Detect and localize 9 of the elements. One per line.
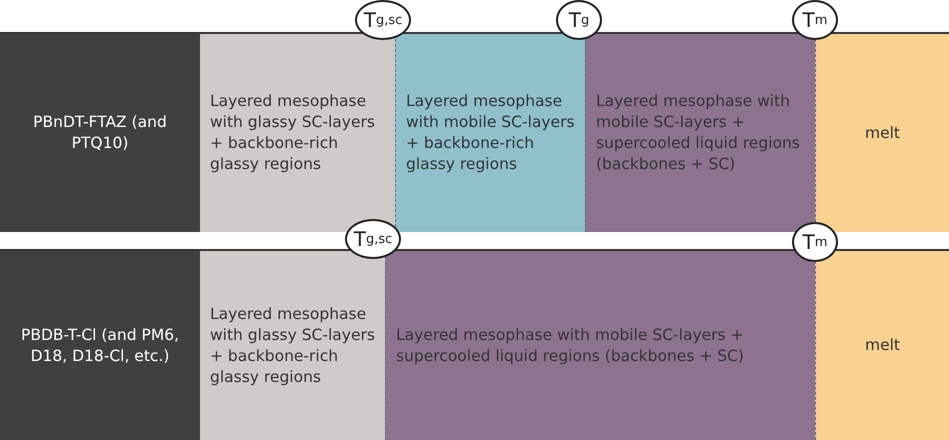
phase-band: Layered mesophase with mobile SC-layers + backbone-rich glassy regions: [395, 34, 585, 232]
phase-band: Layered mesophase with mobile SC-layers + supercooled liquid regions (backbones + SC): [385, 251, 815, 440]
phase-band: Layered mesophase with glassy SC-layers + backbone-rich glassy regions: [200, 34, 395, 232]
melt-band: melt: [815, 34, 949, 232]
polymer-label: PBDB-T-Cl (and PM6, D18, D18-Cl, etc.): [0, 251, 200, 440]
phase-band: Layered mesophase with mobile SC-layers + supercooled liquid regions (backbones + SC): [585, 34, 815, 232]
polymer-label: PBnDT-FTAZ (and PTQ10): [0, 34, 200, 232]
melt-band: melt: [815, 251, 949, 440]
phase-band: Layered mesophase with glassy SC-layers + backbone-rich glassy regions: [200, 251, 385, 440]
